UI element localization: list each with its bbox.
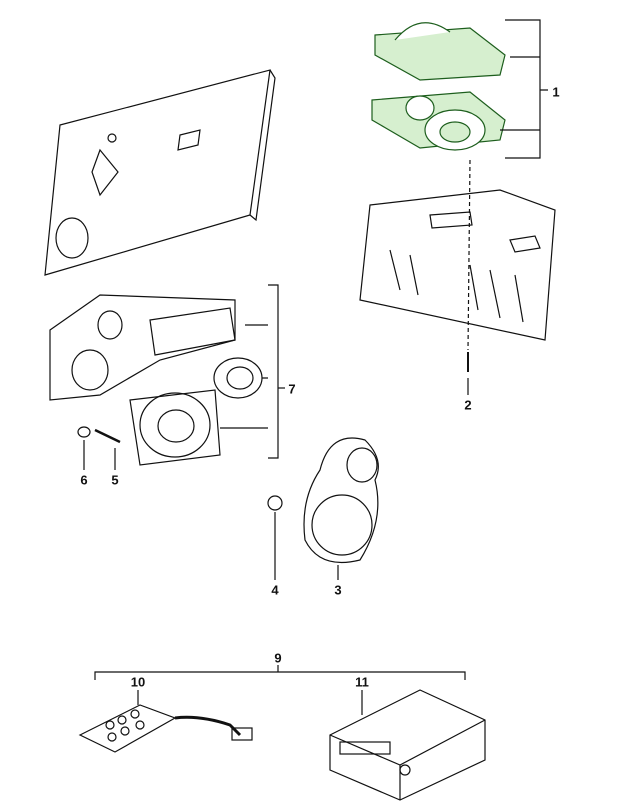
remote-control-part-10 bbox=[78, 704, 253, 753]
speaker-housing bbox=[49, 294, 236, 401]
speaker-assembly-part-1 bbox=[371, 22, 506, 151]
tweeter-speaker bbox=[213, 357, 263, 399]
door-panel bbox=[44, 69, 276, 276]
callout-5[interactable]: 5 bbox=[111, 472, 119, 488]
dashboard bbox=[359, 189, 556, 341]
woofer-speaker bbox=[129, 389, 221, 466]
washer-part-6 bbox=[77, 426, 91, 438]
callout-2[interactable]: 2 bbox=[464, 397, 472, 413]
callout-4[interactable]: 4 bbox=[271, 582, 279, 598]
callout-10[interactable]: 10 bbox=[130, 674, 146, 690]
bracket-1 bbox=[500, 19, 548, 159]
grommet-part-4 bbox=[267, 495, 283, 511]
callout-11[interactable]: 11 bbox=[355, 674, 369, 690]
bracket-7 bbox=[220, 284, 279, 459]
bracket-9 bbox=[94, 665, 466, 680]
speaker-cover-part-3 bbox=[303, 437, 379, 564]
amplifier-part-11 bbox=[329, 689, 486, 801]
screw-part-5 bbox=[94, 428, 121, 444]
callout-9[interactable]: 9 bbox=[274, 650, 282, 666]
callout-7[interactable]: 7 bbox=[288, 381, 296, 397]
callout-3[interactable]: 3 bbox=[334, 582, 342, 598]
callout-6[interactable]: 6 bbox=[80, 472, 88, 488]
callout-1[interactable]: 1 bbox=[552, 84, 560, 100]
